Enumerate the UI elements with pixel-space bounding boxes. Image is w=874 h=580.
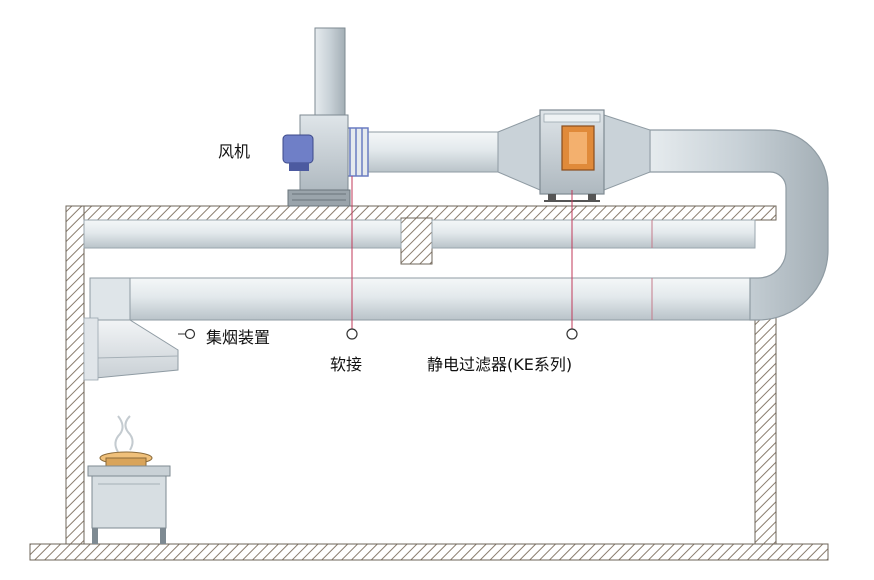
filter-label: 静电过滤器(KE系列) <box>427 355 573 374</box>
flex-joint-marker <box>346 328 358 340</box>
callouts <box>178 176 578 340</box>
fan-unit <box>282 27 351 207</box>
electrostatic-filter <box>539 109 605 202</box>
roof-beam <box>400 217 433 265</box>
fan-motor <box>282 134 314 164</box>
flex-joint-label: 软接 <box>330 355 363 374</box>
right-wall <box>754 299 777 547</box>
steam <box>114 415 124 453</box>
rooftop-duct <box>367 114 651 191</box>
u-bend-duct <box>649 129 829 321</box>
left-wall <box>65 205 85 547</box>
hood-label: 集烟装置 <box>206 328 271 347</box>
filter-marker <box>566 328 578 340</box>
ceiling-duct <box>83 219 756 249</box>
hood-marker <box>184 328 196 340</box>
main-duct <box>89 277 761 321</box>
fan-label: 风机 <box>218 142 251 161</box>
smoke-hood <box>83 317 179 381</box>
stove <box>87 415 171 544</box>
floor-slab <box>29 543 829 561</box>
